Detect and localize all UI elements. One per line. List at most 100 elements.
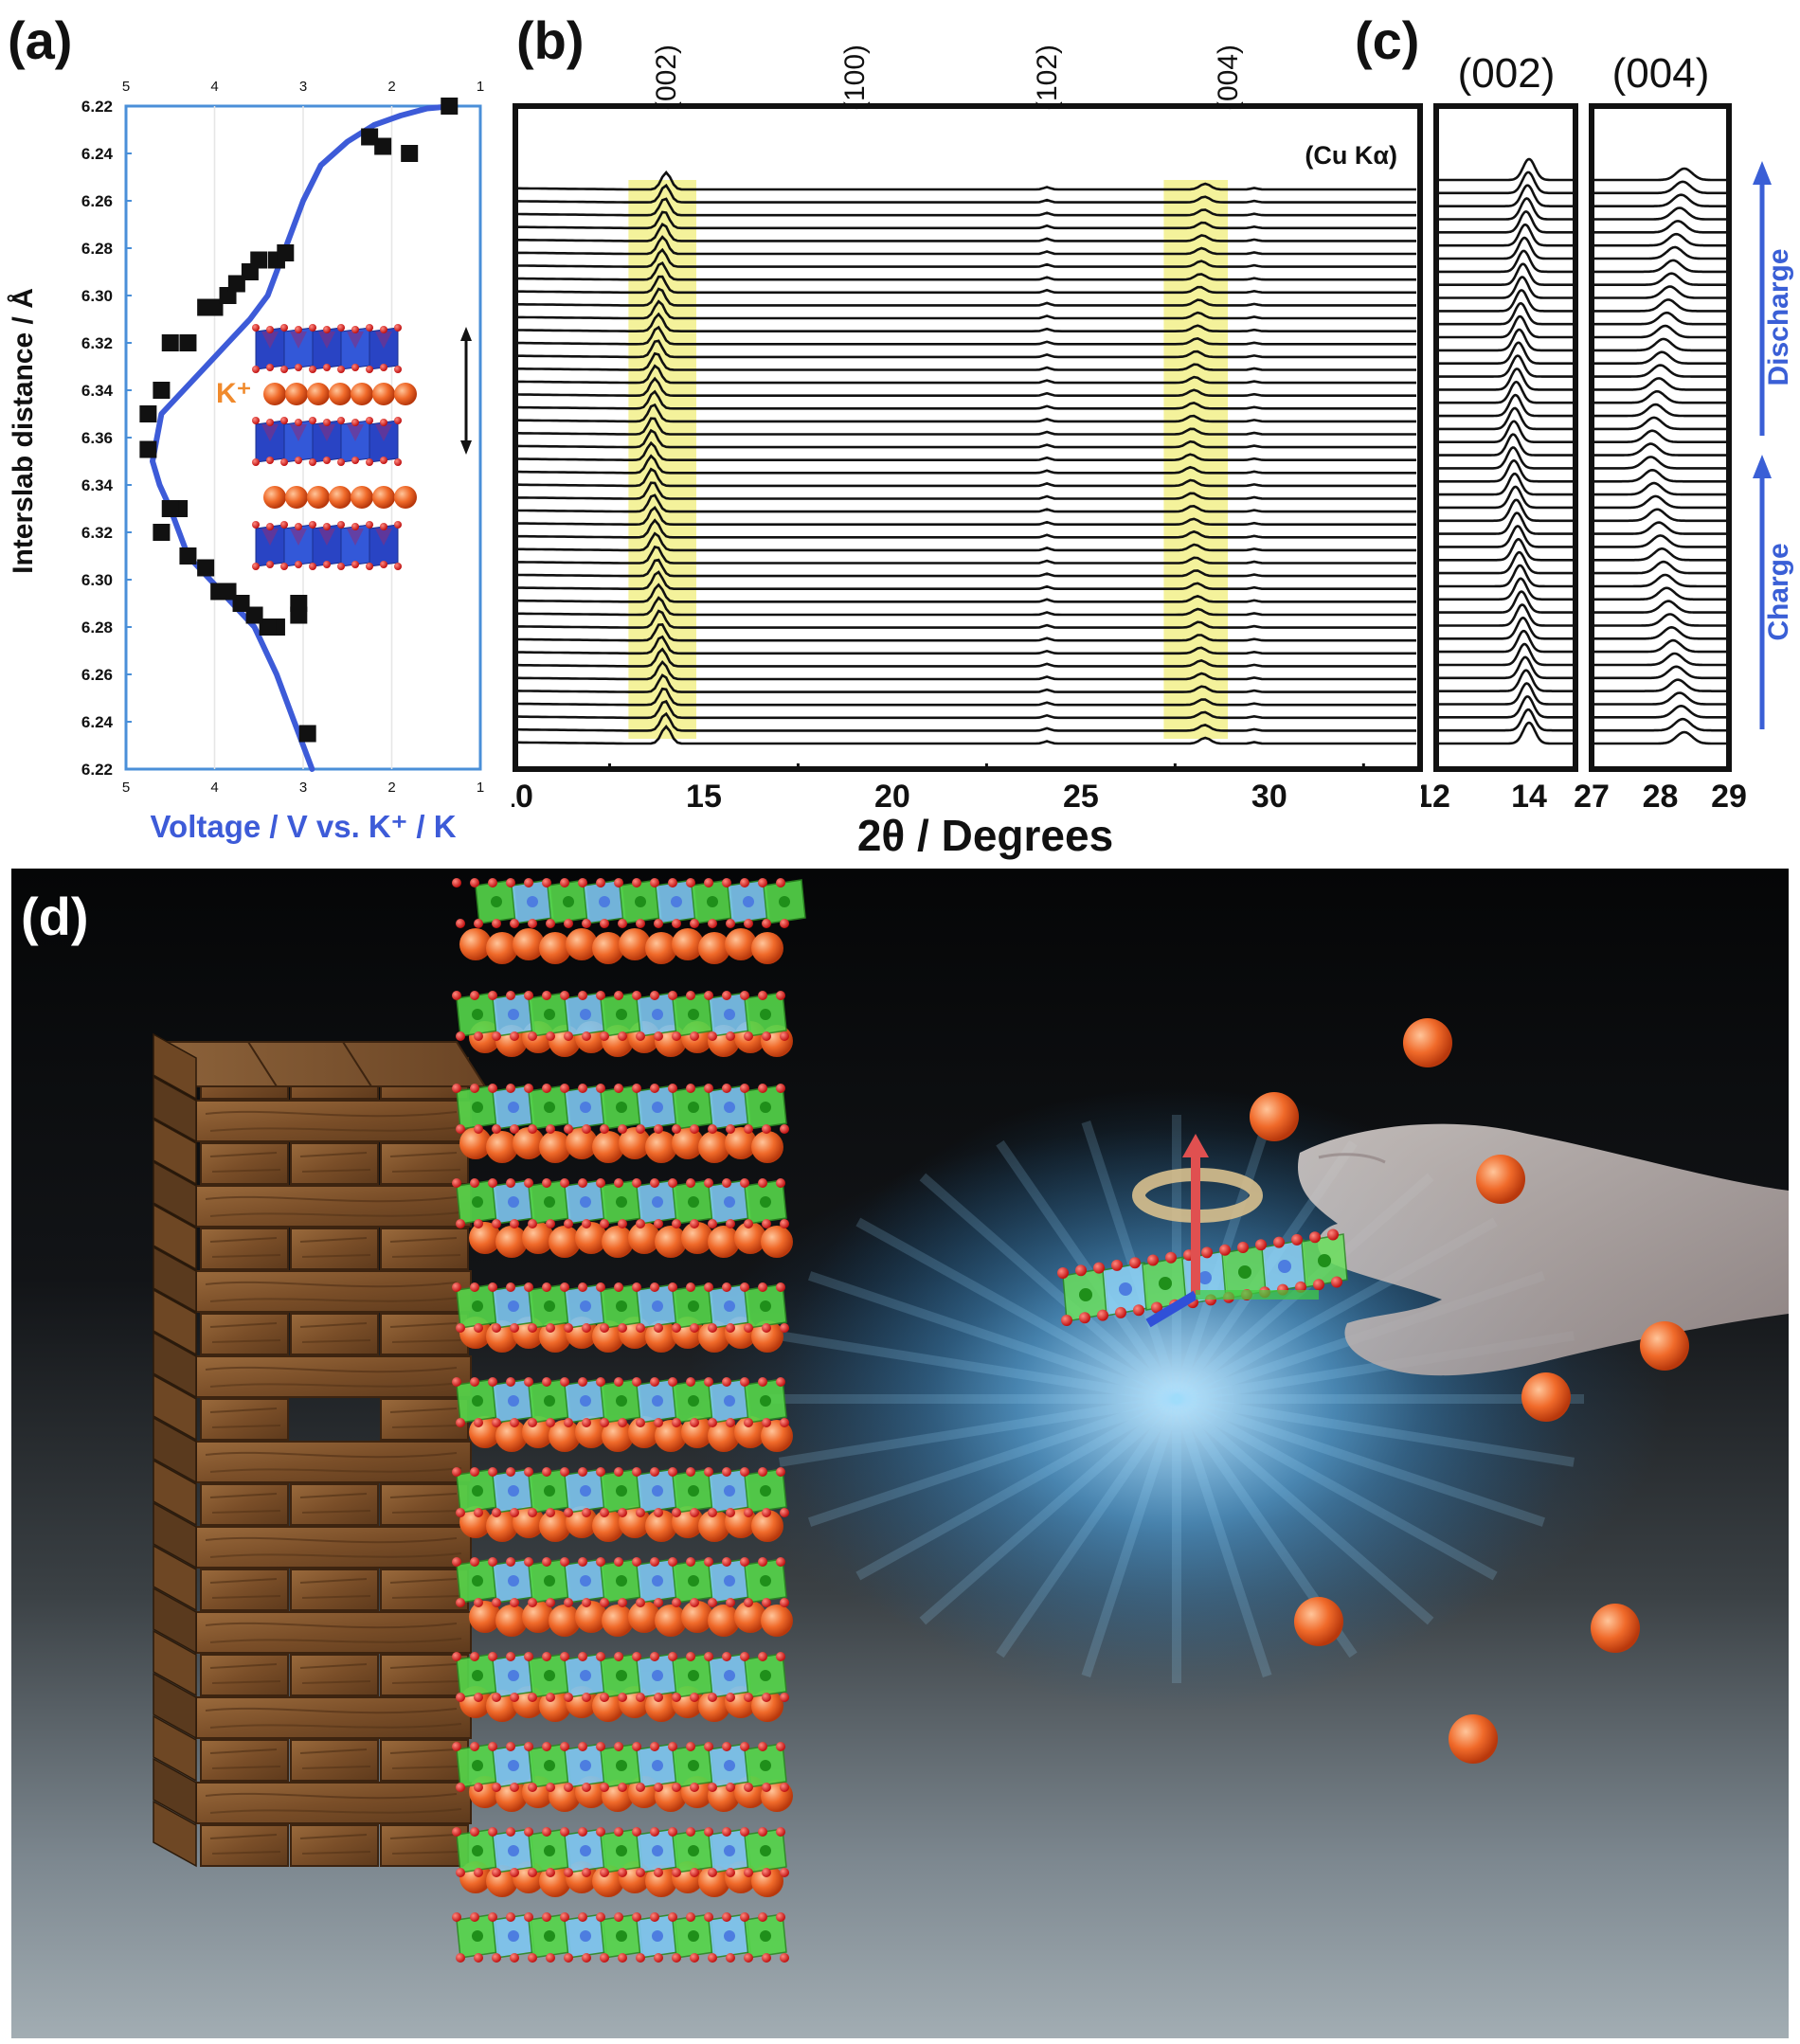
inset-oxygen xyxy=(366,563,373,570)
oxygen-atom xyxy=(470,1827,479,1837)
oxygen-atom xyxy=(470,1557,479,1567)
oxygen-atom xyxy=(740,1742,749,1751)
inset-arrow-head xyxy=(460,440,472,455)
oxygen-atom xyxy=(726,919,735,928)
xrd-pattern-zoom xyxy=(1592,534,1729,548)
wood-grain xyxy=(205,1195,458,1203)
k-ion xyxy=(734,1416,766,1448)
x-tick-label: 29 xyxy=(1711,779,1747,815)
k-ion xyxy=(725,1127,757,1159)
panel-a-ion-label: K⁺ xyxy=(216,378,252,409)
xrd-pattern xyxy=(515,673,1416,693)
oxygen-atom xyxy=(1075,1264,1087,1277)
k-ion xyxy=(602,1605,634,1637)
charge-point xyxy=(245,606,263,624)
inset-oxygen xyxy=(323,419,331,426)
oxygen-atom xyxy=(564,1783,573,1792)
oxygen-atom xyxy=(722,991,731,1000)
inset-facet xyxy=(375,529,392,546)
oxygen-atom xyxy=(654,1868,663,1877)
xrd-pattern xyxy=(515,724,1416,745)
glow-ray xyxy=(807,1271,1179,1404)
glow-ray xyxy=(1173,1395,1434,1625)
xrd-pattern xyxy=(514,518,1416,539)
metal-center xyxy=(616,1196,627,1208)
inset-facet xyxy=(347,529,364,546)
oxygen-atom xyxy=(578,1377,587,1387)
wood-grain xyxy=(209,1638,462,1643)
oxygen-atom xyxy=(708,1124,717,1134)
wood-grain xyxy=(301,1680,371,1684)
oxygen-atom xyxy=(722,1084,731,1093)
k-ion xyxy=(698,1320,730,1353)
x-tick-label: 27 xyxy=(1574,779,1610,815)
oxygen-atom xyxy=(618,1508,627,1517)
oxygen-atom xyxy=(654,1508,663,1517)
oxygen-atom xyxy=(686,1557,695,1567)
xrd-pattern xyxy=(514,260,1416,281)
metal-center xyxy=(616,1395,627,1407)
metal-center xyxy=(707,896,718,907)
k-ion xyxy=(681,1601,713,1633)
oxygen-atom xyxy=(780,1508,789,1517)
free-k-ion xyxy=(1403,1018,1452,1067)
oxygen-atom xyxy=(564,1693,573,1702)
k-ion xyxy=(495,1226,528,1258)
oxygen-atom xyxy=(506,991,515,1000)
discharge-arrow xyxy=(1753,161,1772,436)
metal-center xyxy=(616,1845,627,1856)
wood-grain xyxy=(211,1851,281,1855)
xrd-pattern-zoom xyxy=(1436,276,1575,299)
inset-k-ion xyxy=(285,383,308,405)
oxygen-atom xyxy=(596,1742,605,1751)
oxygen-atom xyxy=(452,1467,461,1477)
inset-oxygen xyxy=(394,324,402,332)
free-k-ion xyxy=(1591,1604,1640,1653)
oxygen-atom xyxy=(632,878,641,888)
oxygen-atom xyxy=(636,1219,645,1228)
oxygen-atom xyxy=(488,1557,497,1567)
oxygen-atom xyxy=(452,1178,461,1188)
wood-grain xyxy=(205,1281,458,1288)
xrd-pattern-zoom xyxy=(1592,468,1729,483)
oxygen-atom xyxy=(654,1598,663,1607)
oxygen-atom xyxy=(596,1912,605,1922)
metal-center xyxy=(652,1575,663,1587)
oxygen-atom xyxy=(452,1742,461,1751)
wood-grain xyxy=(391,1680,461,1684)
metal-center xyxy=(760,1575,771,1587)
k-ion xyxy=(486,1131,518,1163)
metal-center xyxy=(688,1670,699,1681)
oxygen-atom xyxy=(758,1652,767,1661)
metal-center xyxy=(760,1102,771,1113)
inset-oxygen xyxy=(280,521,288,529)
oxygen-atom xyxy=(528,1323,537,1333)
metal-center xyxy=(688,1575,699,1587)
xrd-pattern-zoom xyxy=(1592,364,1729,378)
xrd-pattern-zoom xyxy=(1592,560,1729,575)
jenga-tower xyxy=(153,1032,487,1868)
oxygen-atom xyxy=(614,1557,623,1567)
oxygen-atom xyxy=(492,919,501,928)
k-ion xyxy=(761,1226,793,1258)
x-tick-top-label: 2 xyxy=(387,79,395,95)
jenga-block xyxy=(200,1739,289,1782)
metal-center xyxy=(472,1009,483,1020)
oxygen-atom xyxy=(474,1953,483,1963)
oxygen-atom xyxy=(474,1031,483,1041)
oxygen-atom xyxy=(470,1178,479,1188)
oxygen-atom xyxy=(632,1178,641,1188)
metal-center xyxy=(580,1485,591,1497)
oxygen-atom xyxy=(1273,1236,1285,1248)
k-ion xyxy=(522,1601,554,1633)
hand-knuckle xyxy=(1318,1153,1386,1164)
oxygen-atom xyxy=(600,1508,609,1517)
oxygen-atom xyxy=(636,1953,645,1963)
oxygen-atom xyxy=(546,1693,555,1702)
xrd-pattern xyxy=(514,275,1416,295)
oxygen-atom xyxy=(596,1084,605,1093)
xrd-pattern-zoom xyxy=(1436,210,1575,234)
inset-k-ion xyxy=(263,383,286,405)
oxide-slab xyxy=(452,1827,789,1877)
xrd-pattern-zoom xyxy=(1436,197,1575,221)
